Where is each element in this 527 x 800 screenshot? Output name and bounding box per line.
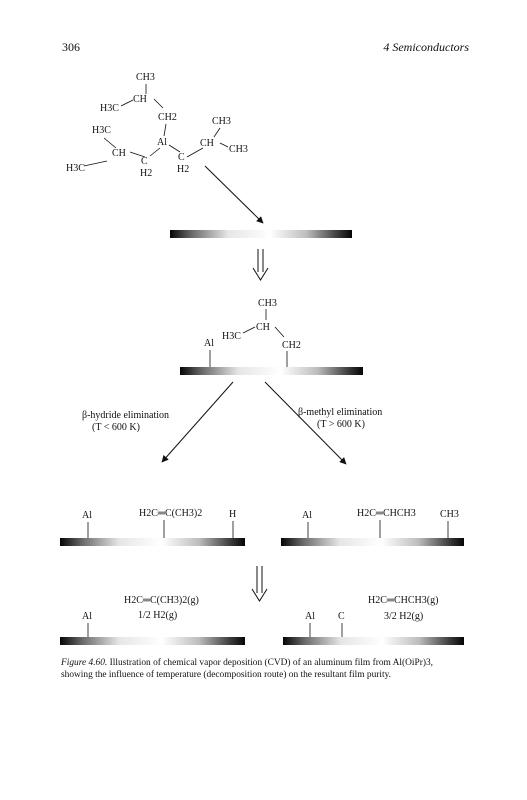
caption-text: Illustration of chemical vapor depositio… [61, 658, 433, 680]
atom-h2: H2 [140, 168, 152, 179]
product-propene-gas: H2C═CHCH3(g) [368, 595, 438, 606]
right-products: H2C═CHCH3(g) 3/2 H2(g) Al C [305, 595, 438, 637]
right-path-label: β-methyl elimination [298, 407, 382, 418]
atom-h3c: H3C [66, 163, 85, 174]
atom-ch: CH [200, 138, 214, 149]
page-number: 306 [62, 40, 80, 54]
left-final-bar [60, 637, 245, 645]
atom-ch: CH [256, 322, 270, 333]
atom-ch3-top: CH3 [136, 72, 155, 83]
surface-bar [180, 367, 363, 375]
molecule-isobutene: H2C═C(CH3)2 [139, 508, 202, 519]
atom-ch3: CH3 [229, 144, 248, 155]
left-path-label: β-hydride elimination [82, 410, 169, 421]
atom-al: Al [302, 510, 312, 521]
atom-ch2: CH2 [282, 340, 301, 351]
atom-ch3: CH3 [440, 509, 459, 520]
atom-h3c: H3C [92, 125, 111, 136]
arrow-right-branch [264, 381, 347, 465]
substrate-bar [170, 230, 352, 238]
precursor-molecule: CH3 H3C CH CH2 H3C Al CH3 CH CH3 CH H3C … [66, 72, 248, 179]
left-surface-species: Al H2C═C(CH3)2 H [82, 508, 236, 538]
atom-h3c: H3C [222, 331, 241, 342]
atom-h: H [229, 509, 236, 520]
product-hydrogen-gas: 1/2 H2(g) [138, 610, 177, 621]
left-surface-bar [60, 538, 245, 546]
chapter-title: 4 Semiconductors [383, 40, 469, 54]
atom-ch: CH [133, 94, 147, 105]
right-surface-bar [281, 538, 464, 546]
atom-c: C [141, 156, 148, 167]
caption-label: Figure 4.60. [61, 658, 108, 668]
atom-ch3: CH3 [258, 298, 277, 309]
left-products: H2C═C(CH3)2(g) 1/2 H2(g) Al [82, 595, 199, 637]
arrow-left-branch [161, 381, 234, 463]
atom-ch: CH [112, 148, 126, 159]
atom-ch3: CH3 [212, 116, 231, 127]
right-surface-species: Al H2C═CHCH3 CH3 [302, 508, 459, 538]
atom-al: Al [82, 510, 92, 521]
cvd-figure: CH3 H3C CH CH2 H3C Al CH3 CH CH3 CH H3C … [60, 72, 464, 645]
atom-al: Al [157, 137, 167, 148]
product-isobutene-gas: H2C═C(CH3)2(g) [124, 595, 199, 606]
right-final-bar [283, 637, 464, 645]
atom-c: C [178, 152, 185, 163]
atom-c: C [338, 611, 345, 622]
atom-al: Al [82, 611, 92, 622]
adsorbed-species: CH3 H3C CH CH2 Al [204, 298, 301, 367]
atom-al: Al [204, 338, 214, 349]
left-path-condition: (T < 600 K) [92, 422, 140, 433]
figure-caption: Figure 4.60. Illustration of chemical va… [61, 657, 466, 681]
atom-h3c: H3C [100, 103, 119, 114]
atom-ch2: CH2 [158, 112, 177, 123]
right-path-condition: (T > 600 K) [317, 419, 365, 430]
double-arrow [251, 566, 268, 602]
atom-al: Al [305, 611, 315, 622]
arrow-to-substrate [204, 165, 264, 224]
double-arrow [252, 249, 269, 281]
atom-h2: H2 [177, 164, 189, 175]
product-hydrogen-gas: 3/2 H2(g) [384, 611, 423, 622]
molecule-propene: H2C═CHCH3 [357, 508, 416, 519]
